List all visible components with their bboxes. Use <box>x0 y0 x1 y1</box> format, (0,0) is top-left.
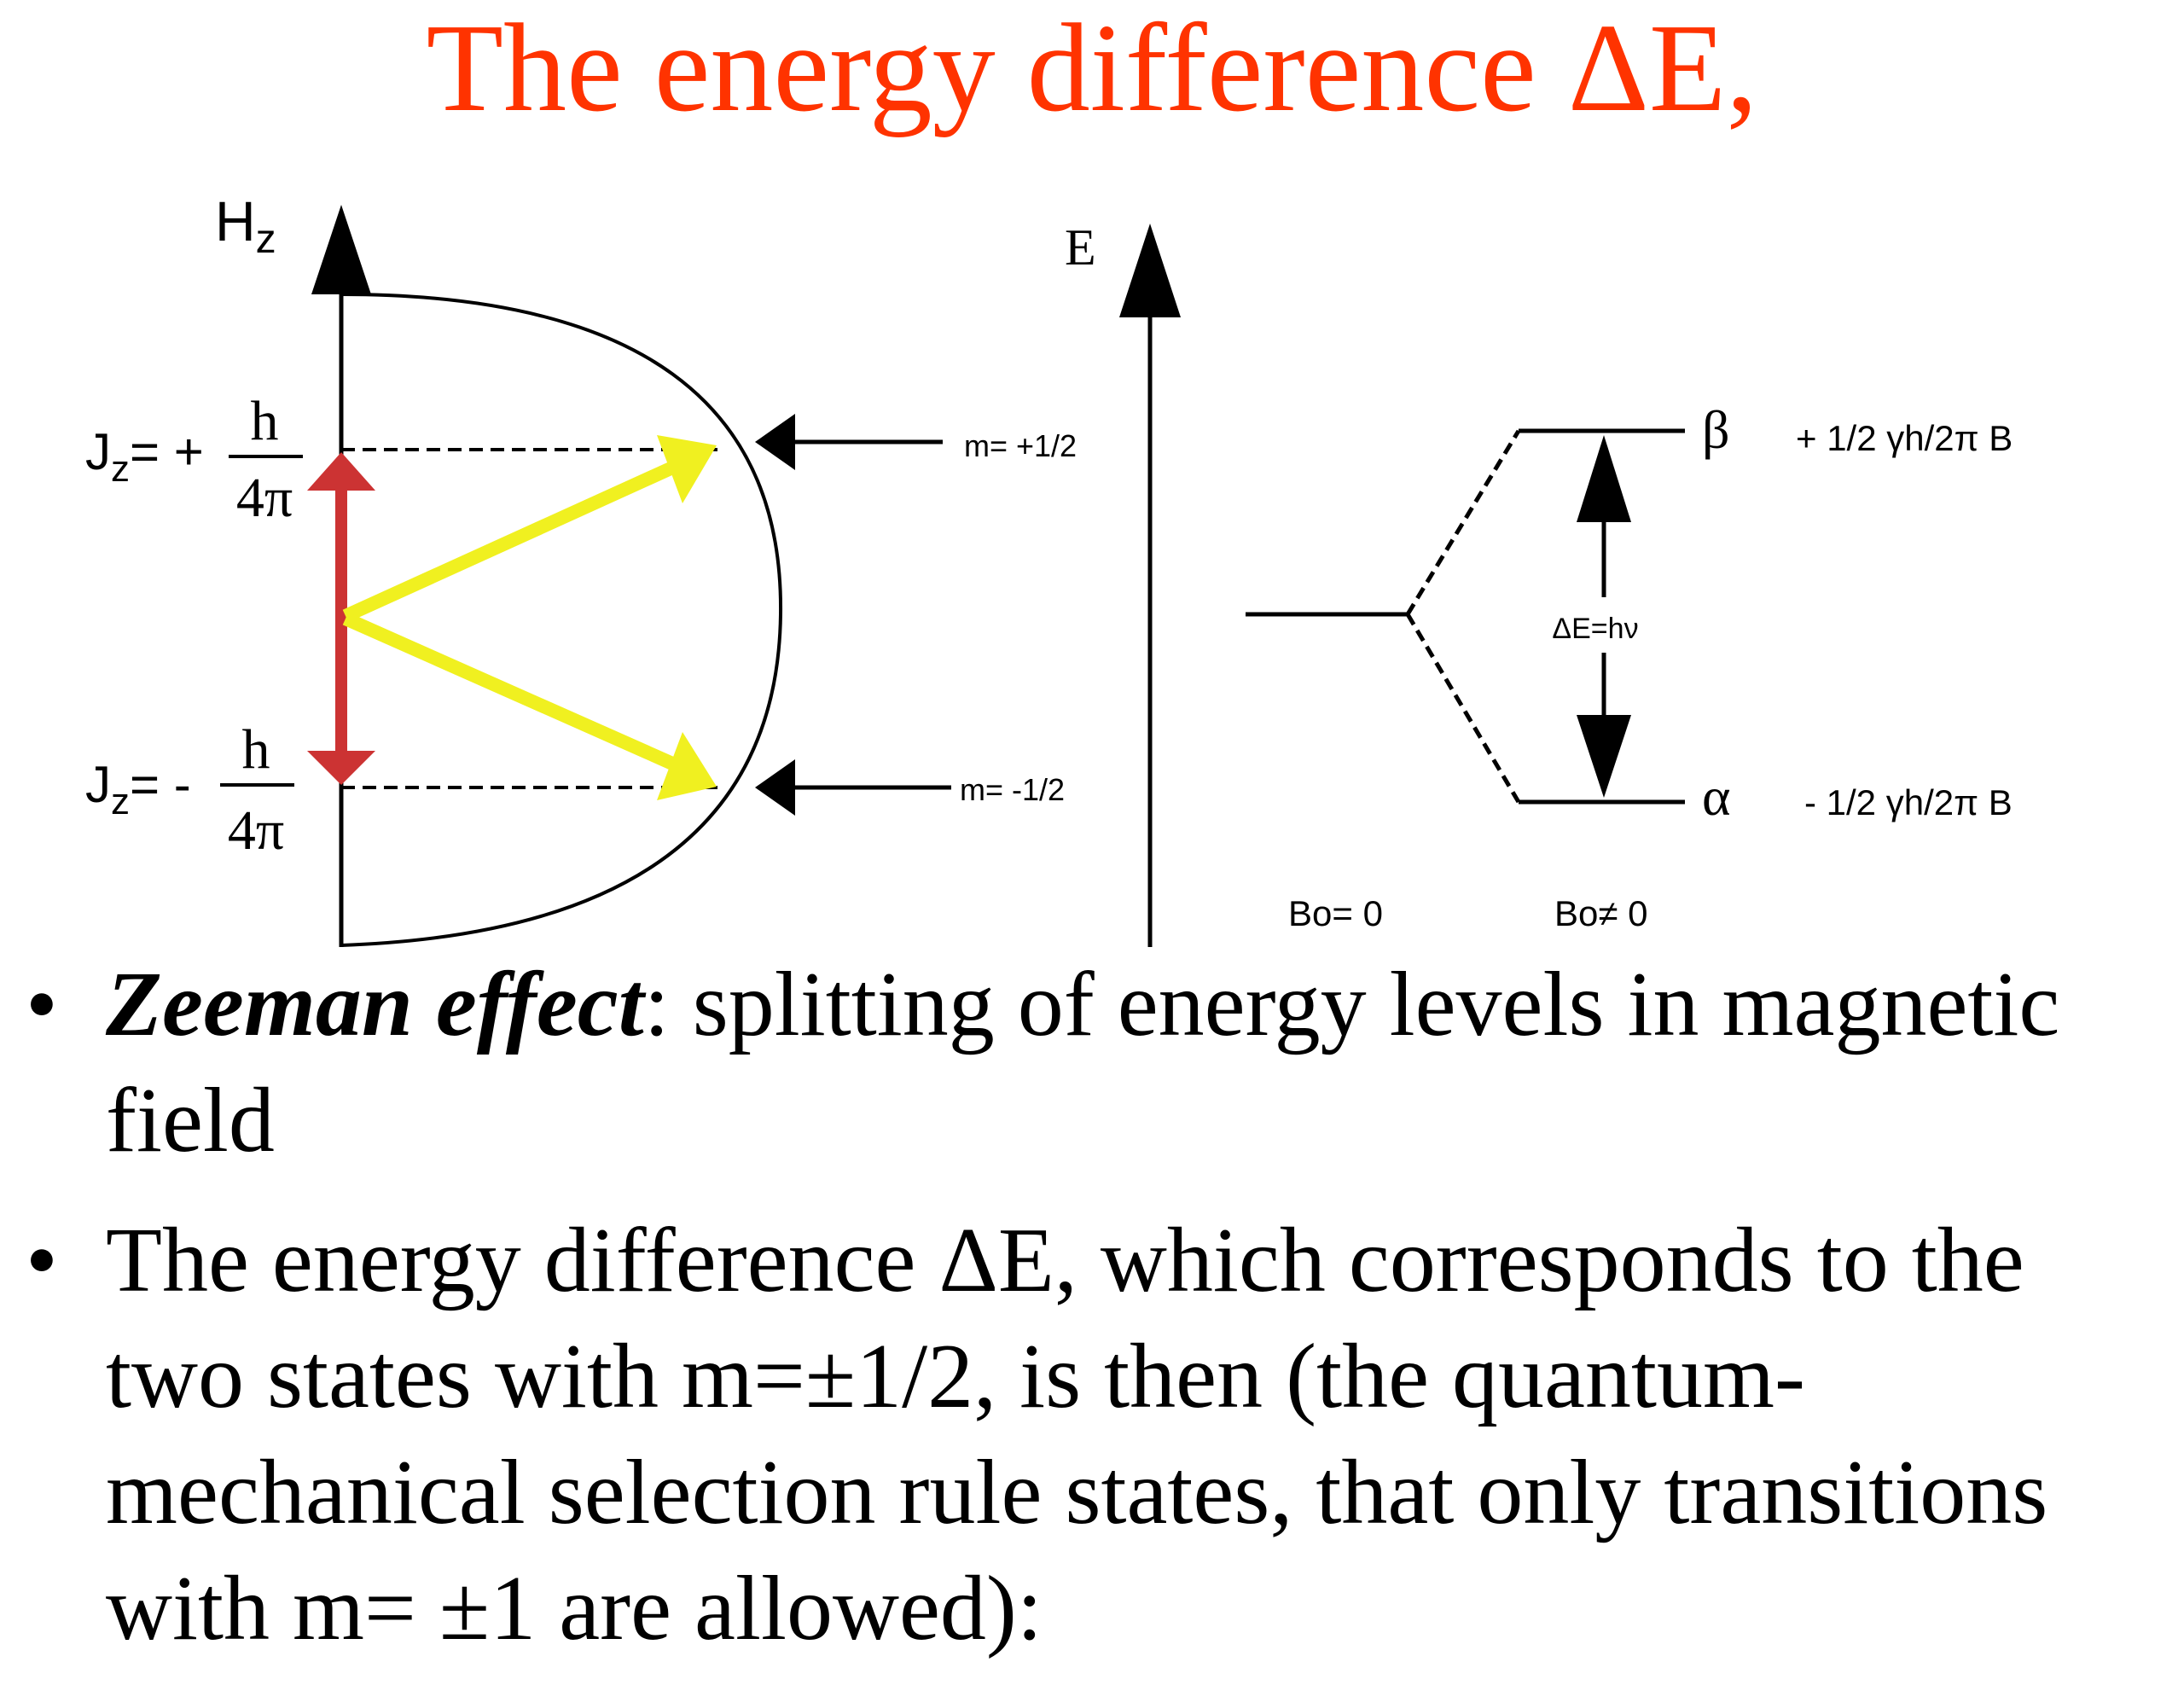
hz-axis-label: Hz <box>215 189 276 262</box>
b0-nonzero-label: Bo≠ 0 <box>1554 893 1647 933</box>
frac-denominator-plus: 4π <box>236 467 293 529</box>
yellow-arrow-down-line <box>342 612 682 773</box>
slide-title: The energy difference ΔE, <box>426 0 1758 138</box>
yellow-arrowhead-up <box>657 435 717 503</box>
red-arrowhead-down <box>307 751 375 785</box>
hz-axis-arrowhead <box>311 205 371 294</box>
m-minus-label: m= -1/2 <box>960 772 1065 807</box>
b0-zero-label: Bo= 0 <box>1288 893 1383 933</box>
alpha-energy-label: - 1/2 γh/2π B <box>1804 782 2013 822</box>
e-axis-arrowhead <box>1119 224 1181 317</box>
jz-plus-label: Jz= + <box>85 423 204 490</box>
delta-e-arrowhead-up <box>1577 435 1631 522</box>
split-line-down <box>1405 613 1521 804</box>
zeeman-term: Zeeman effect <box>106 954 644 1055</box>
precession-curve <box>340 293 783 947</box>
split-line-up <box>1405 429 1521 616</box>
delta-e-label: ΔE=hν <box>1552 613 1638 645</box>
frac-denominator-minus: 4π <box>228 799 284 862</box>
zeeman-diagram: Hz Jz= + h 4π Jz= - h 4π m= +1/2 m= -1/2… <box>85 189 2013 947</box>
e-axis-label: E <box>1065 219 1096 276</box>
bullet-marker: • <box>26 1210 58 1311</box>
m-plus-arrowhead <box>755 414 795 470</box>
m-plus-label: m= +1/2 <box>964 428 1077 463</box>
bullet-list: • Zeeman effect: splitting of energy lev… <box>0 947 2184 1691</box>
red-arrowhead-up <box>307 452 375 491</box>
bullet-item-energy-difference: • The energy difference ΔE, which corres… <box>0 1203 2184 1667</box>
beta-energy-label: + 1/2 γh/2π B <box>1796 418 2013 458</box>
yellow-arrow-up-line <box>342 458 682 623</box>
zeeman-description: : splitting of energy levels in magnetic… <box>106 954 2060 1171</box>
frac-numerator-minus: h <box>242 718 270 781</box>
bullet-item-zeeman: • Zeeman effect: splitting of energy lev… <box>0 947 2184 1179</box>
delta-e-arrowhead-down <box>1577 715 1631 798</box>
yellow-arrowhead-down <box>657 732 717 800</box>
frac-numerator-plus: h <box>251 390 279 452</box>
bullet-marker: • <box>26 954 58 1055</box>
jz-minus-label: Jz= - <box>85 756 191 822</box>
energy-difference-text: The energy difference ΔE, which correspo… <box>106 1210 2048 1659</box>
alpha-label: α <box>1702 766 1731 827</box>
beta-label: β <box>1702 399 1730 460</box>
m-minus-arrowhead <box>755 759 795 816</box>
